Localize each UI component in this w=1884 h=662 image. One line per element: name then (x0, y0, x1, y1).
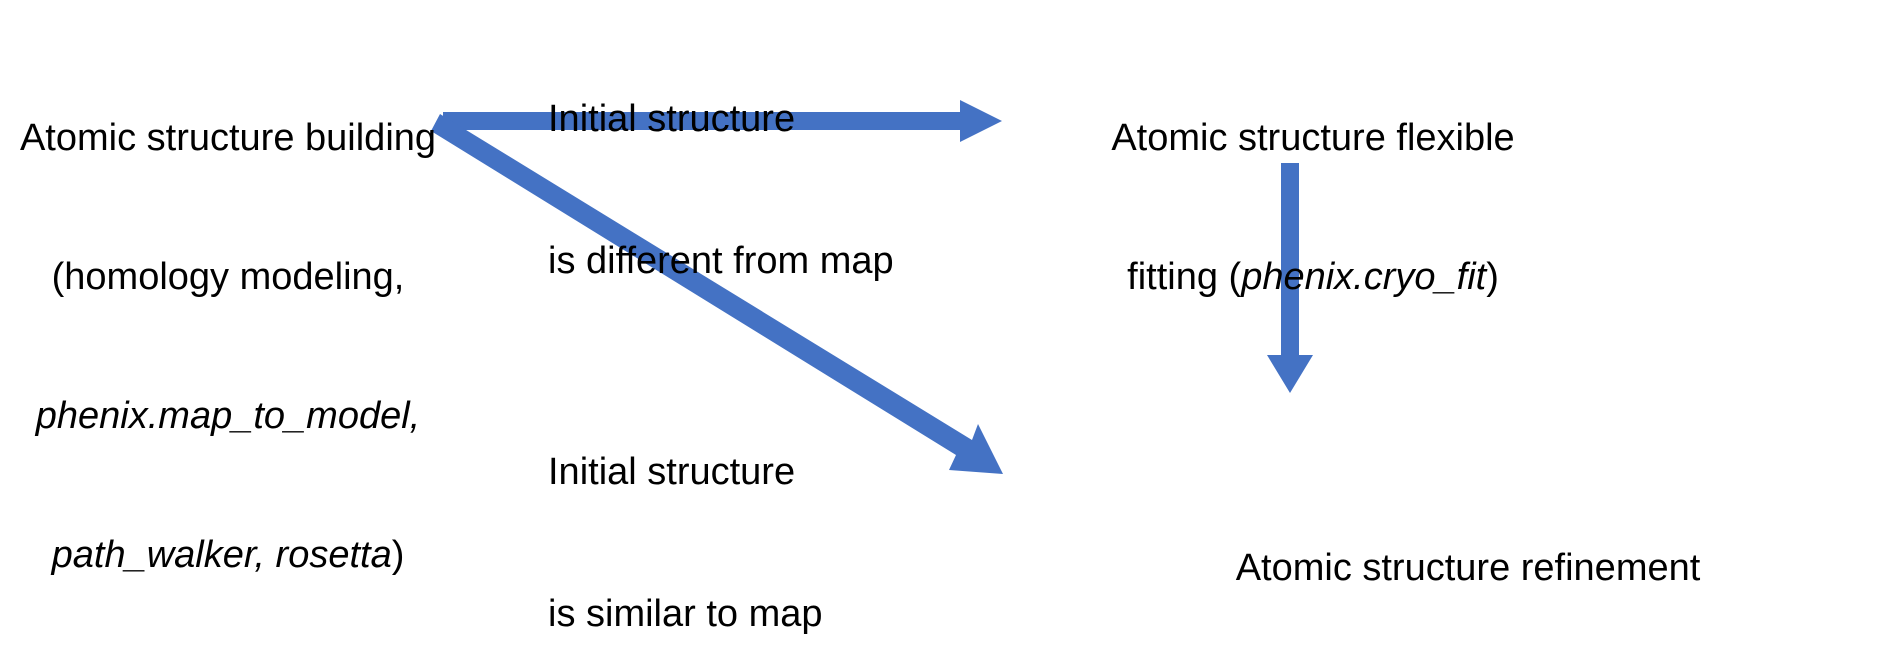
node-refinement-line-1: Atomic structure refinement (1235, 546, 1701, 589)
node-fitting-line-2-prefix: fitting ( (1127, 255, 1242, 298)
node-building-line-1: Atomic structure building (19, 116, 437, 159)
edge-label-similar-to-map: Initial structure is similar to map (548, 355, 948, 662)
arrow-diagonal-down-right-icon (431, 114, 1003, 474)
node-atomic-structure-building: Atomic structure building (homology mode… (2, 22, 454, 662)
node-building-line-2: (homology modeling, (51, 255, 405, 298)
node-building-line-4-italic: path_walker, rosetta (51, 533, 392, 576)
node-fitting-line-2-italic: phenix.cryo_fit (1241, 255, 1487, 298)
edge-label-different-line-2: is different from map (548, 239, 894, 282)
node-fitting-line-1: Atomic structure flexible (1111, 116, 1515, 159)
node-fitting-line-2: fitting (phenix.cryo_fit) (1078, 254, 1548, 300)
arrow-down-icon (1267, 163, 1313, 393)
edge-label-different-line-1: Initial structure (548, 98, 796, 141)
edge-label-different-from-map: Initial structure is different from map (548, 2, 948, 379)
node-atomic-structure-flexible-fitting: Atomic structure flexible fitting (pheni… (1078, 22, 1548, 393)
edge-label-similar-line-2: is similar to map (548, 592, 823, 635)
node-atomic-structure-refinement: Atomic structure refinement (phenix.real… (1052, 452, 1884, 662)
node-building-line-4: path_walker, rosetta) (2, 532, 454, 578)
node-building-line-4-tail: ) (391, 533, 405, 576)
edge-label-similar-line-1: Initial structure (548, 451, 796, 494)
node-fitting-line-2-suffix: ) (1486, 255, 1499, 298)
node-building-line-3: phenix.map_to_model, (35, 394, 421, 437)
arrow-right-icon (443, 100, 1002, 142)
